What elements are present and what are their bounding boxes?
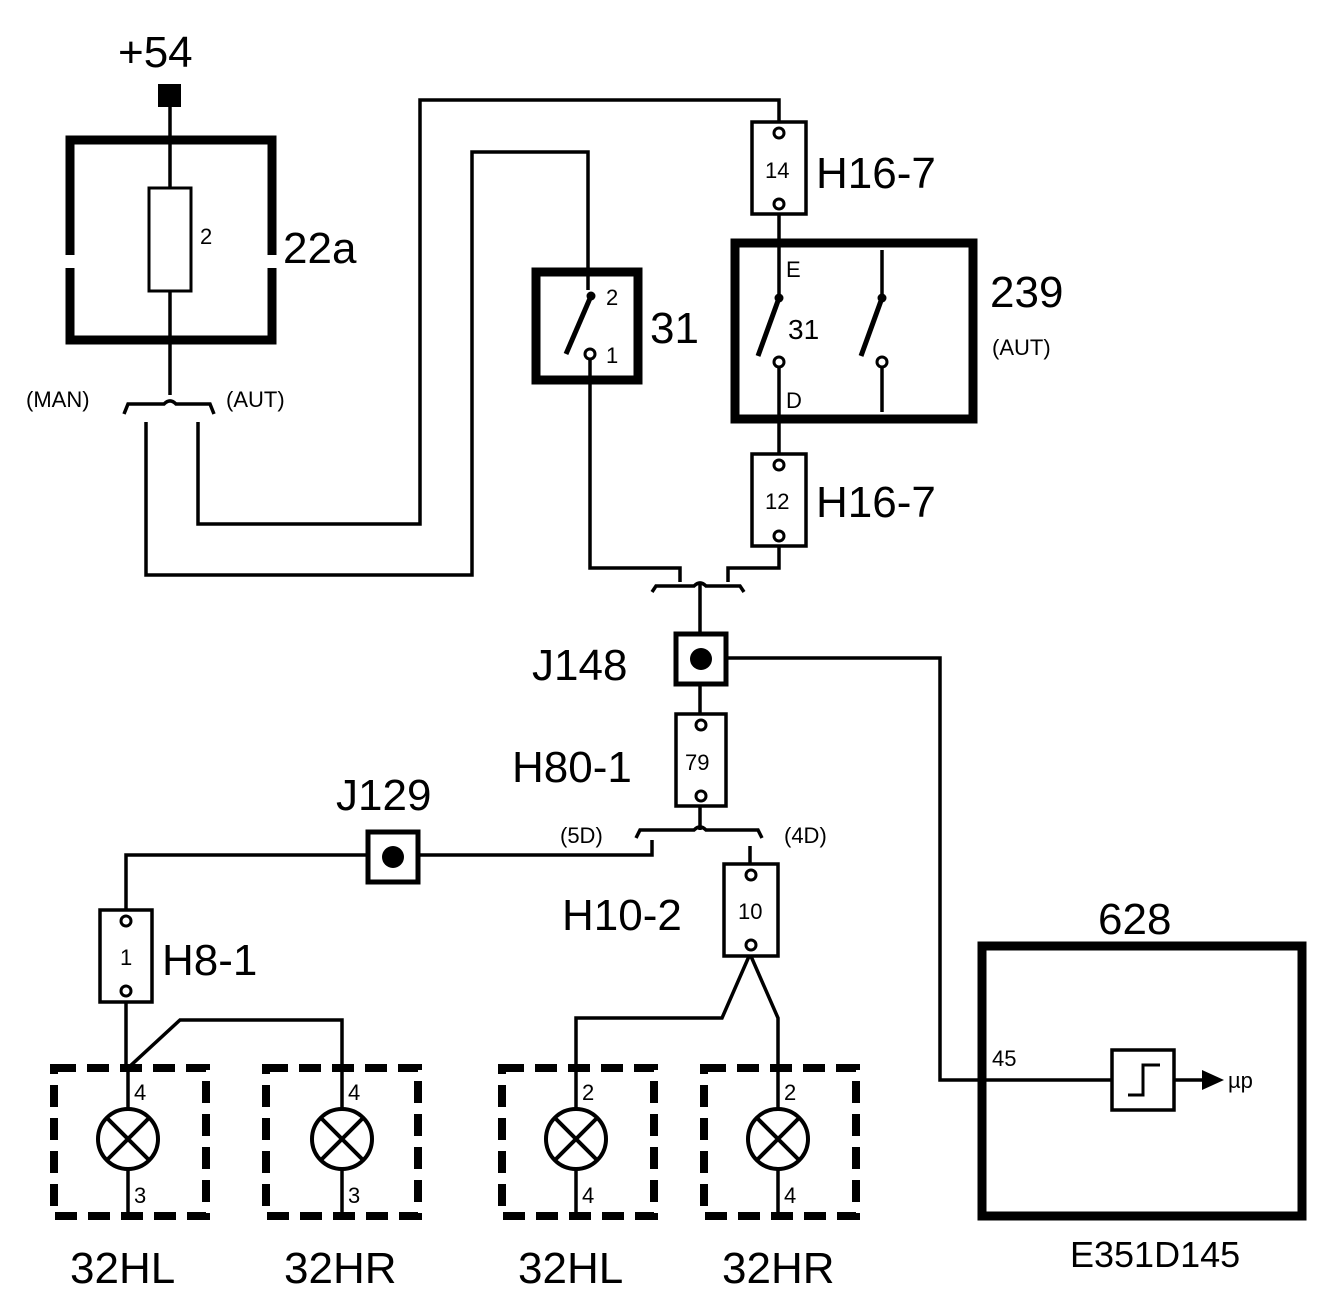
brake-switch: 2 1 31 [531, 267, 699, 385]
fuse-element [147, 186, 193, 293]
lamp-pin-bottom: 4 [784, 1183, 796, 1208]
gear-switch-variant: (AUT) [992, 335, 1051, 360]
h16-upper-ref: H16-7 [816, 149, 936, 198]
wire-h10-to-32hl-b [574, 953, 752, 1068]
brake-switch-pivot [586, 291, 596, 301]
gear-switch-pin-e: E [786, 257, 801, 282]
gear-switch-frame [730, 238, 978, 424]
variant-man-label: (MAN) [26, 387, 90, 412]
lamp-pin-bottom: 4 [582, 1183, 594, 1208]
control-unit-ref: 628 [1098, 895, 1171, 944]
lamp-32hr-a: 4 3 32HR [262, 1064, 422, 1293]
fuse-box-frame [65, 135, 277, 345]
wires [122, 98, 1112, 1082]
fuse-box: 2 22a [65, 135, 357, 345]
gear-switch-pivot-2 [877, 293, 887, 303]
h16-lower-ref: H16-7 [816, 478, 936, 527]
connector-h16-lower: 12 H16-7 [750, 452, 936, 548]
h16-lower-pin: 12 [765, 489, 789, 514]
lamp-ref: 32HR [284, 1244, 397, 1293]
lamp-frame [50, 1064, 210, 1220]
lamp-32hl-a: 4 3 32HL [50, 1064, 210, 1293]
lamp-ref: 32HL [518, 1244, 623, 1293]
gear-switch-ref: 239 [990, 268, 1063, 317]
gear-switch-pin-2 [875, 355, 889, 369]
h10-pin: 10 [738, 899, 762, 924]
wire-door-split [634, 825, 764, 839]
brake-switch-pin-1 [583, 347, 597, 361]
connector-h8: 1 H8-1 [98, 908, 257, 1004]
lamp-pin-top: 2 [784, 1080, 796, 1105]
gear-switch-pin-d-label: D [786, 388, 802, 413]
wire-h10-to-32hr-b [748, 953, 780, 1068]
h80-ref: H80-1 [512, 743, 632, 792]
lamp-pin-top: 4 [348, 1080, 360, 1105]
gear-switch-contact-2 [858, 297, 885, 357]
j148-label: J148 [532, 641, 627, 690]
wire-merge-bracket [650, 581, 746, 593]
fuse-box-ref: 22a [283, 224, 357, 273]
junction-j148: J148 [532, 631, 729, 690]
lamp-frame [498, 1064, 658, 1220]
connector-h10: 10 H10-2 [562, 862, 780, 958]
lamp-cross-icon [105, 1116, 151, 1162]
lamp-cross-icon [319, 1116, 365, 1162]
variant-5d-label: (5D) [560, 823, 603, 848]
control-unit-pin: 45 [992, 1046, 1016, 1071]
lamp-ref: 32HR [722, 1244, 835, 1293]
variant-aut-label: (AUT) [226, 387, 285, 412]
h80-pin: 79 [685, 750, 709, 775]
schmitt-trigger-symbol [1128, 1063, 1160, 1097]
junction-j129: J129 [336, 771, 431, 885]
lamp-cross-icon [553, 1116, 599, 1162]
supply-label: +54 [118, 28, 193, 77]
wire-man-route [144, 150, 590, 577]
gear-switch-pin-d [772, 355, 786, 369]
gear-switch-contact-1 [755, 297, 782, 357]
h8-pin: 1 [120, 945, 132, 970]
lamp-32hr-b: 2 4 32HR [700, 1064, 860, 1293]
connector-h80: 79 H80-1 [512, 712, 728, 808]
control-unit-output-arrow [1202, 1070, 1224, 1090]
variant-4d-label: (4D) [784, 823, 827, 848]
h8-ref: H8-1 [162, 936, 257, 985]
brake-switch-pin-1-label: 1 [606, 343, 618, 368]
control-unit-output-label: µp [1228, 1068, 1253, 1093]
brake-switch-contact [563, 295, 594, 355]
supply-terminal-square [158, 84, 181, 107]
h16-upper-pin: 14 [765, 158, 789, 183]
wire-aut-route [196, 98, 781, 526]
lamp-32hl-b: 2 4 32HL [498, 1064, 658, 1293]
lamp-cross-icon [755, 1116, 801, 1162]
wire-5d-route [420, 840, 654, 857]
brake-switch-pin-2-label: 2 [606, 285, 618, 310]
control-unit: 45 µp 628 [977, 895, 1307, 1221]
lamp-pin-top: 2 [582, 1080, 594, 1105]
control-unit-frame [977, 941, 1307, 1221]
gear-switch-pin-31: 31 [788, 314, 819, 345]
lamp-pin-bottom: 3 [134, 1183, 146, 1208]
wire-brake-out [588, 358, 682, 582]
lamp-ref: 32HL [70, 1244, 175, 1293]
fuse-number: 2 [200, 224, 212, 249]
connector-h16-upper: 14 H16-7 [750, 120, 936, 216]
brake-switch-frame [531, 267, 643, 385]
j129-label: J129 [336, 771, 431, 820]
wire-variant-split-top [122, 399, 216, 415]
wire-j129-to-h8 [124, 853, 366, 912]
wire-h8-to-32hr-a [126, 1018, 344, 1070]
document-code: E351D145 [1070, 1234, 1240, 1275]
lamp-pin-bottom: 3 [348, 1183, 360, 1208]
brake-switch-ref: 31 [650, 304, 699, 353]
h10-ref: H10-2 [562, 891, 682, 940]
lamp-frame [700, 1064, 860, 1220]
supply-terminal: +54 [118, 28, 193, 107]
lamp-pin-top: 4 [134, 1080, 146, 1105]
wire-h16-lower-out [726, 540, 781, 582]
wire-j148-to-628 [726, 656, 1112, 1082]
gear-switch: E 31 D 239 (AUT) [730, 238, 1063, 424]
gear-switch-pivot-1 [774, 293, 784, 303]
